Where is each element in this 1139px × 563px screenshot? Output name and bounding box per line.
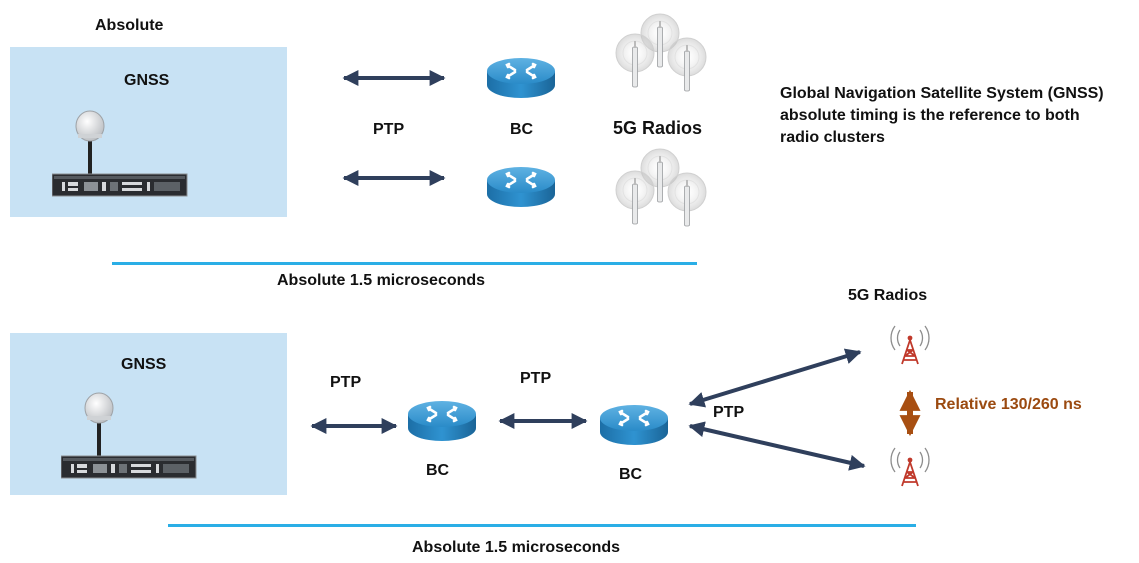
bc-label-bottom-2: BC: [619, 466, 643, 483]
gnss-note: Global Navigation Satellite System (GNSS…: [780, 85, 1104, 146]
absolute-heading: Absolute: [95, 17, 164, 34]
router-icon-bottom-2: [600, 403, 670, 447]
bc-label-bottom-1: BC: [426, 462, 450, 479]
bc-label-top: BC: [510, 121, 534, 138]
cell-tower-icon-1: [890, 325, 930, 365]
cell-tower-icon-2: [890, 447, 930, 487]
ptp-arrow-bottom-3: [688, 348, 862, 408]
ptp-label-bottom-2: PTP: [520, 370, 552, 387]
timeline-bottom: [168, 524, 916, 527]
radios-label-top: 5G Radios: [613, 118, 703, 138]
ptp-label-top: PTP: [373, 121, 405, 138]
ptp-label-bottom-1: PTP: [330, 374, 362, 391]
ptp-label-bottom-3: PTP: [713, 404, 745, 421]
router-icon-bottom-1: [408, 399, 478, 443]
gnss-label-top: GNSS: [124, 72, 170, 89]
ptp-arrow-bottom-4: [688, 421, 866, 471]
absolute-label-bottom: Absolute 1.5 microseconds: [412, 539, 621, 556]
timeline-top: [112, 262, 697, 265]
absolute-label-top: Absolute 1.5 microseconds: [277, 272, 486, 289]
radios-label-bottom: 5G Radios: [848, 287, 928, 304]
gnss-label-bottom: GNSS: [121, 356, 167, 373]
relative-label: Relative 130/260 ns: [935, 396, 1082, 413]
